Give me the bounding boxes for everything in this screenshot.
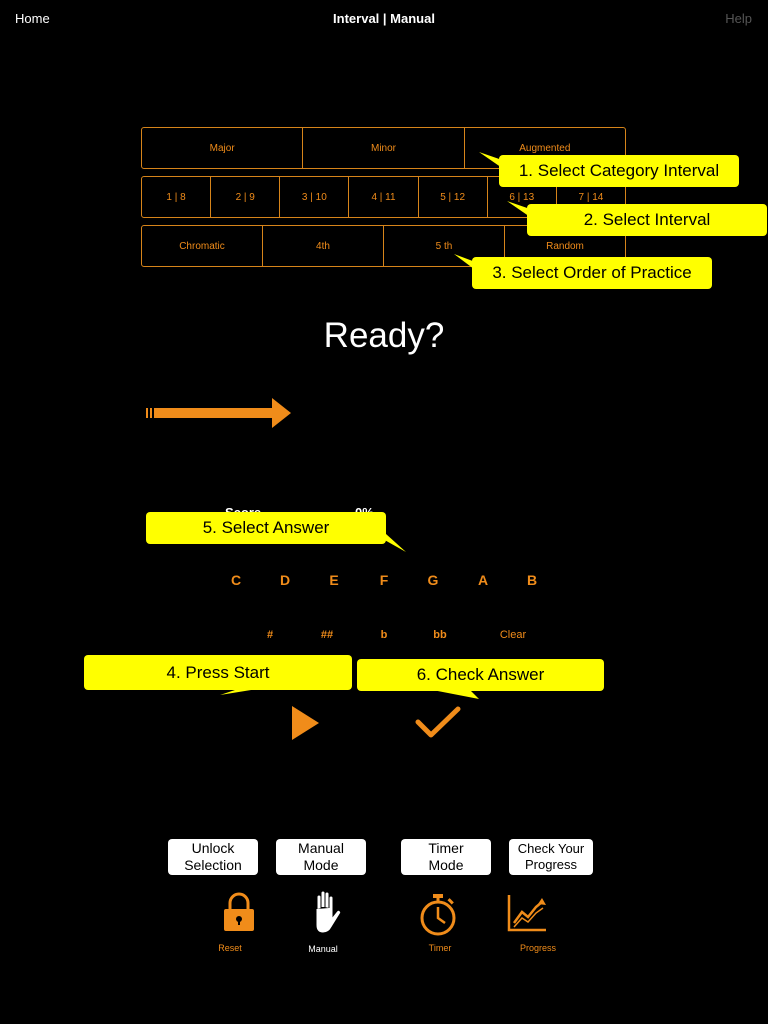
category-minor[interactable]: Minor [302, 128, 463, 168]
interval-7-14[interactable]: 7 | 14 [555, 177, 625, 217]
bubble-unlock-text: Unlock Selection [184, 840, 242, 873]
tab-manual-label: Manual [308, 944, 338, 954]
bubble-manual-text: Manual Mode [298, 840, 344, 873]
callout-select-order-text: 3. Select Order of Practice [492, 263, 692, 282]
sharp-button[interactable]: # [266, 629, 274, 641]
clear-button[interactable]: Clear [499, 629, 527, 641]
tab-timer-label: Timer [428, 943, 452, 953]
bubble-check-progress: Check Your Progress [509, 839, 593, 875]
interval-6-13[interactable]: 6 | 13 [486, 177, 556, 217]
note-a-button[interactable]: A [477, 572, 489, 588]
play-icon[interactable] [290, 704, 322, 742]
checkmark-icon[interactable] [414, 705, 462, 741]
chart-icon[interactable] [506, 893, 548, 933]
order-selector: Chromatic 4th 5 th Random [141, 225, 626, 267]
tab-progress-label: Progress [519, 943, 556, 953]
double-sharp-button[interactable]: ## [320, 629, 334, 641]
callout-select-order: 3. Select Order of Practice [454, 254, 712, 289]
stopwatch-icon[interactable] [418, 893, 458, 937]
bubble-manual-mode: Manual Mode [276, 839, 366, 875]
note-e-button[interactable]: E [329, 572, 339, 588]
callout-press-start-text: 4. Press Start [166, 662, 270, 682]
tab-reset-label: Reset [218, 943, 242, 953]
callout-select-interval: 2. Select Interval [507, 201, 767, 236]
interval-4-11[interactable]: 4 | 11 [348, 177, 417, 217]
double-flat-button[interactable]: bb [433, 629, 447, 641]
category-augmented[interactable]: Augmented [463, 128, 625, 168]
interval-2-9[interactable]: 2 | 9 [210, 177, 279, 217]
ready-prompt: Ready? [323, 316, 445, 355]
bubble-timer-text: Timer Mode [428, 840, 464, 873]
callout-select-interval-text: 2. Select Interval [583, 210, 711, 229]
order-chromatic[interactable]: Chromatic [179, 240, 225, 252]
callout-select-answer-text: 5. Select Answer [202, 518, 330, 537]
callout-press-start: 4. Press Start [84, 655, 352, 695]
help-button[interactable]: Help [725, 11, 752, 26]
order-random[interactable]: Random [504, 226, 625, 266]
category-selector: Major Minor Augmented [141, 127, 626, 169]
callout-check-answer-text: 6. Check Answer [416, 665, 545, 684]
page-title: Interval | Manual [333, 11, 435, 26]
home-button[interactable]: Home [15, 11, 50, 26]
callout-select-category: 1. Select Category Interval [479, 152, 739, 187]
interval-3-10[interactable]: 3 | 10 [279, 177, 348, 217]
order-5th[interactable]: 5 th [383, 226, 504, 266]
interval-selector: 1 | 8 2 | 9 3 | 10 4 | 11 5 | 12 6 | 13 … [141, 176, 626, 218]
note-b-button[interactable]: B [526, 572, 538, 588]
callout-check-answer: 6. Check Answer [357, 659, 604, 699]
arrow-right-icon [146, 398, 291, 428]
bubble-unlock-selection: Unlock Selection [168, 839, 258, 875]
callout-select-answer: 5. Select Answer [146, 512, 406, 552]
callout-select-category-text: 1. Select Category Interval [518, 161, 720, 180]
order-4th[interactable]: 4th [262, 226, 383, 266]
note-f-button[interactable]: F [379, 572, 389, 588]
category-major[interactable]: Major [209, 142, 235, 154]
interval-1-8[interactable]: 1 | 8 [166, 191, 186, 203]
lock-icon[interactable] [221, 891, 257, 935]
interval-5-12[interactable]: 5 | 12 [417, 177, 487, 217]
flat-button[interactable]: b [380, 629, 388, 641]
bubble-timer-mode: Timer Mode [401, 839, 491, 875]
note-g-button[interactable]: G [427, 572, 439, 588]
note-d-button[interactable]: D [279, 572, 291, 588]
bubble-progress-text: Check Your Progress [517, 841, 585, 872]
hand-icon[interactable] [307, 889, 347, 937]
note-c-button[interactable]: C [230, 572, 242, 588]
